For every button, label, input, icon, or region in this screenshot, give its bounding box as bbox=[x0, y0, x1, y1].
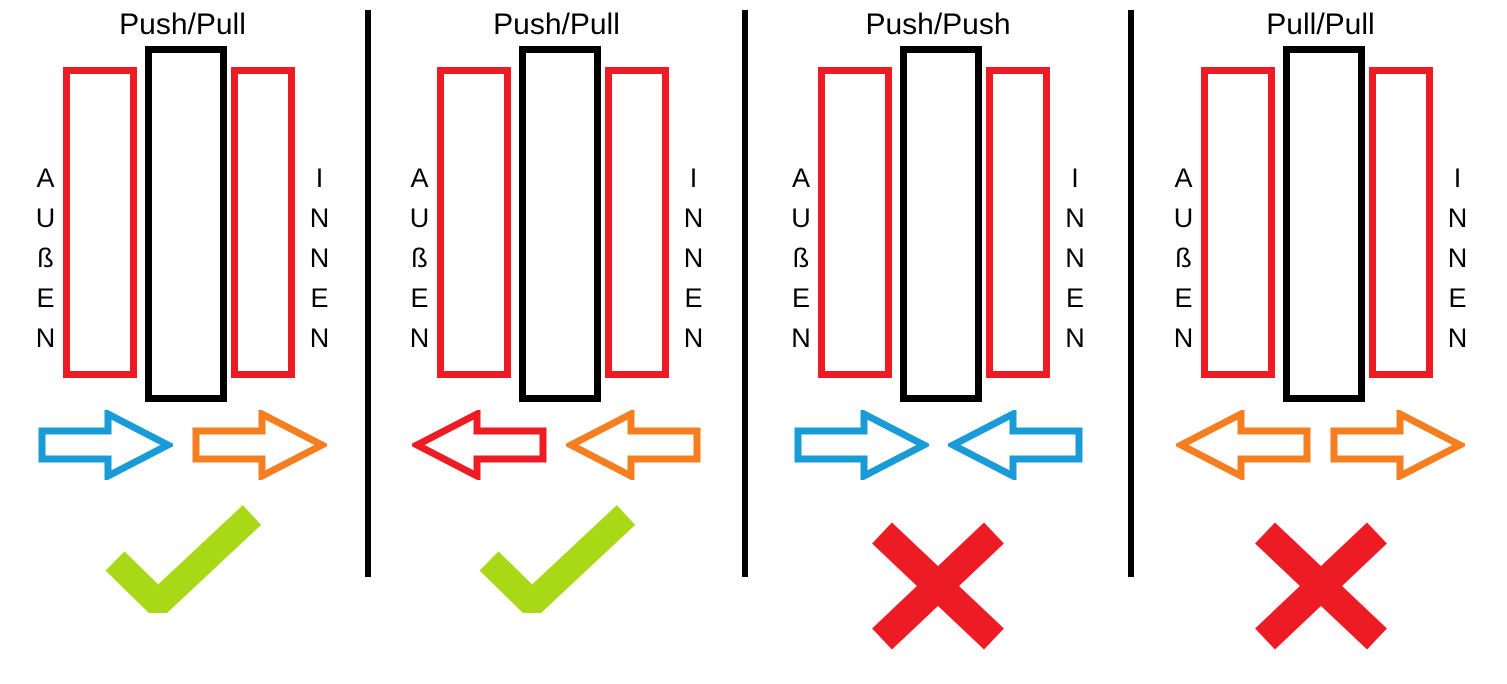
inner-fan-rect bbox=[230, 67, 295, 378]
airflow-arrows bbox=[1134, 410, 1507, 480]
verdict-mark bbox=[748, 520, 1128, 652]
outside-label-letter: U bbox=[409, 203, 430, 233]
inside-label-letter: N bbox=[683, 203, 704, 233]
radiator-rect bbox=[518, 46, 601, 402]
outside-label-letter: U bbox=[1173, 203, 1194, 233]
inside-label-letter: N bbox=[683, 243, 704, 273]
flow-arrow-left-icon bbox=[1176, 410, 1311, 480]
outside-label-letter: ß bbox=[1175, 243, 1192, 273]
inside-label-letter: E bbox=[1448, 283, 1467, 313]
inside-label-letter: N bbox=[683, 323, 704, 353]
inside-label-letter: I bbox=[689, 163, 698, 193]
outside-label-letter: E bbox=[410, 283, 429, 313]
outside-label-letter: N bbox=[409, 323, 430, 353]
verdict-mark bbox=[1134, 520, 1507, 652]
outside-label-letter: A bbox=[1174, 163, 1193, 193]
check-icon bbox=[479, 505, 635, 613]
inside-label-letter: N bbox=[1447, 323, 1468, 353]
cross-icon bbox=[1254, 522, 1387, 650]
inside-label-letter: N bbox=[1447, 243, 1468, 273]
radiator-rect bbox=[144, 46, 227, 402]
inside-label-letter: N bbox=[309, 243, 330, 273]
inside-label-letter: N bbox=[309, 323, 330, 353]
radiator-rect bbox=[1282, 46, 1365, 402]
inside-label-letter: E bbox=[684, 283, 703, 313]
airflow-arrows bbox=[748, 410, 1128, 480]
outer-fan-rect bbox=[62, 67, 137, 378]
verdict-mark bbox=[371, 505, 742, 613]
outside-label-letter: A bbox=[36, 163, 55, 193]
airflow-arrows bbox=[371, 410, 742, 480]
outside-label-letter: U bbox=[791, 203, 811, 233]
radiator-rect bbox=[900, 46, 982, 402]
outside-label-letter: N bbox=[791, 323, 811, 353]
outside-label-letter: E bbox=[1174, 283, 1193, 313]
panel-divider bbox=[365, 10, 371, 577]
panel-divider bbox=[1128, 10, 1134, 577]
inside-label-letter: N bbox=[1065, 243, 1085, 273]
flow-arrow-right-icon bbox=[192, 410, 327, 480]
outside-label-letter: ß bbox=[37, 243, 54, 273]
panel-title: Push/Pull bbox=[119, 8, 246, 41]
inner-fan-rect bbox=[1368, 67, 1433, 378]
cross-icon bbox=[872, 522, 1004, 650]
inside-label-letter: N bbox=[1447, 203, 1468, 233]
panel-title: Push/Push bbox=[865, 8, 1011, 41]
outside-label-letter: A bbox=[791, 163, 810, 193]
outer-fan-rect bbox=[436, 67, 511, 378]
outside-label-letter: ß bbox=[792, 243, 810, 273]
panel-divider bbox=[742, 10, 748, 577]
outer-fan-rect bbox=[1200, 67, 1275, 378]
outer-fan-rect bbox=[818, 67, 892, 378]
flow-arrow-right-icon bbox=[1330, 410, 1465, 480]
check-icon bbox=[105, 505, 261, 613]
verdict-mark bbox=[0, 505, 365, 613]
panel-title: Pull/Pull bbox=[1266, 8, 1375, 41]
outside-label-letter: N bbox=[35, 323, 56, 353]
outside-label-letter: E bbox=[36, 283, 55, 313]
inside-label-letter: N bbox=[1065, 323, 1085, 353]
inner-fan-rect bbox=[604, 67, 669, 378]
inner-fan-rect bbox=[986, 67, 1050, 378]
inside-label-letter: E bbox=[1065, 283, 1084, 313]
outside-label-letter: E bbox=[791, 283, 810, 313]
outside-label-letter: U bbox=[35, 203, 56, 233]
flow-arrow-right-icon bbox=[794, 410, 929, 480]
flow-arrow-left-icon bbox=[566, 410, 701, 480]
outside-label-letter: A bbox=[410, 163, 429, 193]
outside-label-letter: ß bbox=[411, 243, 428, 273]
inside-label-letter: I bbox=[1071, 163, 1079, 193]
inside-label-letter: E bbox=[310, 283, 329, 313]
panel-title: Push/Pull bbox=[493, 8, 620, 41]
inside-label-letter: I bbox=[315, 163, 324, 193]
outside-label-letter: N bbox=[1173, 323, 1194, 353]
inside-label-letter: N bbox=[1065, 203, 1085, 233]
flow-arrow-left-icon bbox=[947, 410, 1082, 480]
inside-label-letter: N bbox=[309, 203, 330, 233]
airflow-arrows bbox=[0, 410, 365, 480]
flow-arrow-left-icon bbox=[412, 410, 547, 480]
flow-arrow-right-icon bbox=[38, 410, 173, 480]
inside-label-letter: I bbox=[1453, 163, 1462, 193]
